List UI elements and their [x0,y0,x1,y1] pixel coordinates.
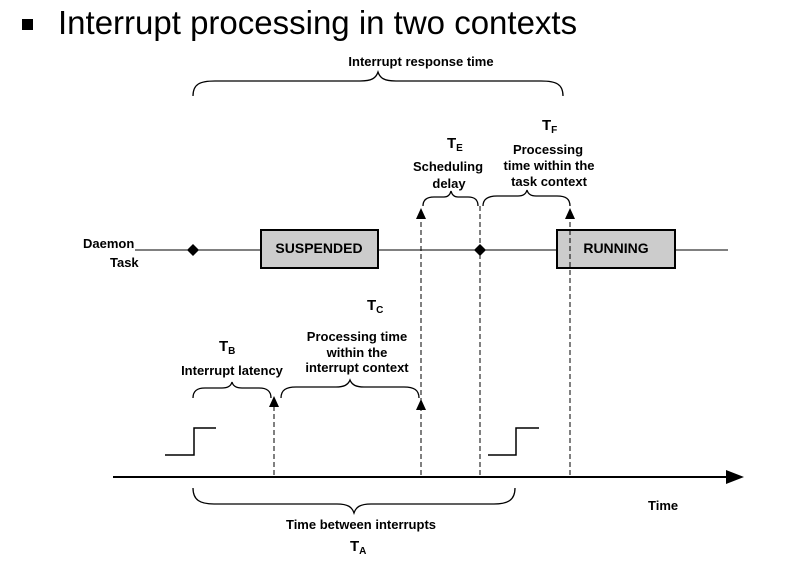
tc-symbol: TC [367,297,383,316]
arrow-tb-end [269,396,279,407]
arrow-te-start [416,208,426,219]
diamond-marker-start [187,244,199,256]
ta-label-line1: Time between interrupts [286,517,436,532]
interrupt-pulse-1 [165,427,216,456]
running-label: RUNNING [583,240,648,256]
suspended-box [260,229,379,269]
running-box [556,229,676,269]
tc-label-line2: within the [326,345,388,360]
tb-brace [192,381,272,399]
ta-brace [192,487,516,516]
tf-label-line2: time within the [504,158,595,173]
response-time-brace [192,69,564,97]
daemon-label-line1: Daemon [83,236,134,251]
heading-row: Interrupt processing in two contexts [22,4,577,42]
tf-symbol: TF [542,117,557,136]
suspended-label: SUSPENDED [275,240,362,256]
te-label-line2: delay [432,176,466,191]
arrow-tc-end [416,399,426,410]
interrupt-pulse-2 [488,427,539,456]
tb-symbol: TB [219,338,235,357]
ta-symbol: TA [350,538,366,557]
tf-label-line3: task context [511,174,588,189]
time-axis-arrowhead [726,470,744,484]
tc-label-line3: interrupt context [305,360,409,375]
tc-brace [280,378,420,399]
tb-label-line1: Interrupt latency [181,363,284,378]
te-brace [422,190,479,207]
time-axis-label: Time [648,498,678,513]
te-symbol: TE [447,135,463,154]
response-time-label: Interrupt response time [348,54,493,69]
tf-brace [482,189,571,207]
daemon-label-line2: Task [110,255,139,270]
arrow-tf-end [565,208,575,219]
slide-heading: Interrupt processing in two contexts [58,4,578,41]
te-label-line1: Scheduling [413,159,483,174]
bullet-marker [22,18,33,30]
tc-label-line1: Processing time [307,329,407,344]
tf-label-line1: Processing [513,142,583,157]
